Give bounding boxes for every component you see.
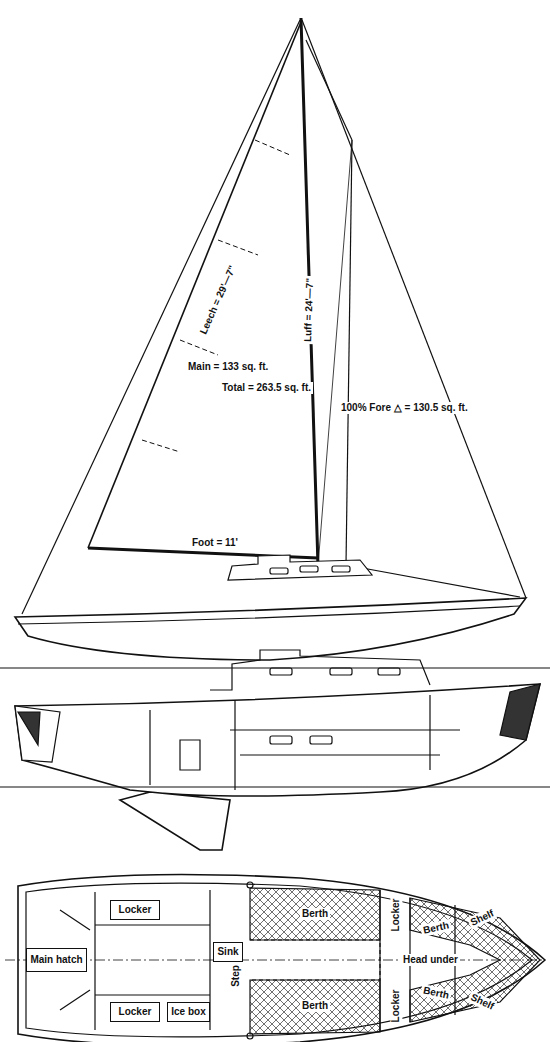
sail-dimension: Total = 263.5 sq. ft. xyxy=(220,382,313,394)
cabin-label: Berth xyxy=(300,908,330,920)
sail-dimension: Luff = 24'—7" xyxy=(302,276,316,344)
sail-dimension: 100% Fore △ = 130.5 sq. ft. xyxy=(339,402,470,414)
storage-box: Ice box xyxy=(167,1002,210,1022)
storage-box: Locker xyxy=(110,900,160,920)
cabin-label: Step xyxy=(230,963,242,989)
sail-dimension: Leech = 29'—7" xyxy=(197,262,240,338)
sail-dimension: Foot = 11' xyxy=(190,537,240,549)
box-label: Main hatch xyxy=(30,954,82,966)
cabin-label: Locker xyxy=(390,897,402,934)
sail-dimension: Main = 133 sq. ft. xyxy=(186,361,270,373)
cabin-label: Locker xyxy=(390,988,402,1025)
box-label: Sink xyxy=(217,946,238,958)
storage-box: Locker xyxy=(110,1002,160,1022)
storage-box: Sink xyxy=(213,942,243,962)
box-label: Locker xyxy=(119,1006,152,1018)
box-label: Locker xyxy=(119,904,152,916)
cabin-label: Berth xyxy=(300,1000,330,1012)
cabin-label: Head under xyxy=(401,954,460,966)
box-label: Ice box xyxy=(171,1006,205,1018)
storage-box: Main hatch xyxy=(26,948,87,972)
